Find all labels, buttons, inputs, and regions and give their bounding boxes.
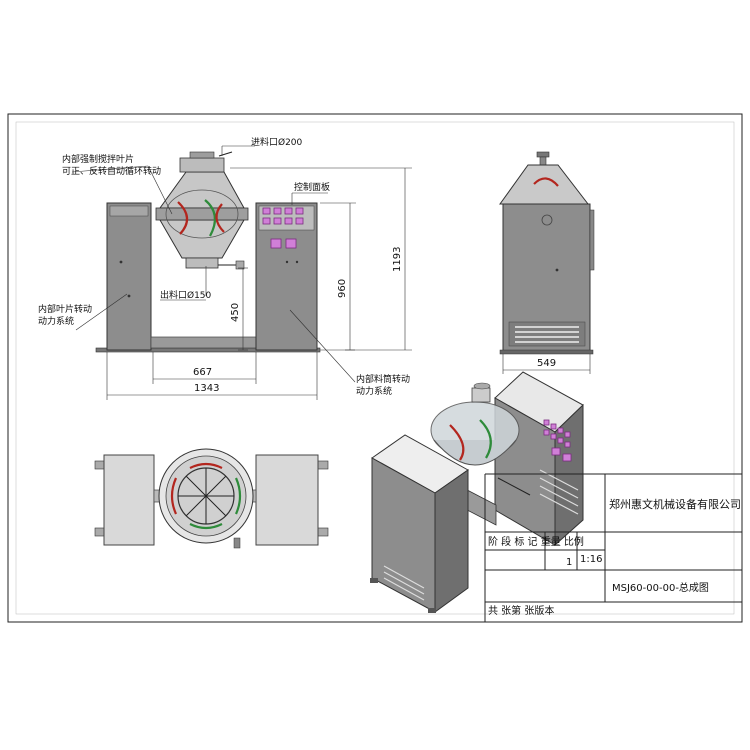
paddle-label-line1: 内部强制搅拌叶片 bbox=[62, 153, 134, 165]
blade-drive-label-line2: 动力系统 bbox=[38, 315, 74, 327]
control-panel-label: 控制面板 bbox=[294, 181, 330, 193]
paddle-label-line2: 可正、反转自动循环转动 bbox=[62, 165, 161, 177]
side-view bbox=[499, 151, 595, 374]
dimension-549: 549 bbox=[537, 358, 556, 369]
dimension-667: 667 bbox=[193, 367, 212, 378]
front-view bbox=[71, 145, 412, 400]
iso-panel-buttons bbox=[543, 419, 572, 462]
top-view bbox=[94, 448, 329, 549]
quantity-value: 1 bbox=[566, 557, 572, 568]
barrel-drive-label-line2: 动力系统 bbox=[356, 385, 392, 397]
company-name: 郑州惠文机械设备有限公司 bbox=[609, 497, 741, 511]
front-panel-buttons bbox=[262, 207, 304, 249]
title-block bbox=[484, 473, 742, 622]
dimension-1343: 1343 bbox=[194, 383, 219, 394]
barrel-drive-label-line1: 内部料筒转动 bbox=[356, 373, 410, 385]
inlet-label: 进料口Ø200 bbox=[251, 136, 303, 148]
title-block-header: 阶 段 标 记 重量 比例 bbox=[488, 535, 584, 548]
outlet-label: 出料口Ø150 bbox=[160, 289, 212, 301]
drawing-border bbox=[7, 113, 743, 623]
blade-drive-label-line1: 内部叶片转动 bbox=[38, 303, 92, 315]
drawing-number: MSJ60-00-00-总成图 bbox=[612, 581, 709, 594]
sheet-footer: 共 张第 张版本 bbox=[488, 604, 554, 617]
dimension-1193: 1193 bbox=[392, 247, 403, 272]
isometric-view bbox=[370, 371, 584, 613]
drawing-inner-border bbox=[15, 121, 735, 615]
dimension-960: 960 bbox=[337, 279, 348, 298]
dimension-450: 450 bbox=[230, 303, 241, 322]
scale-value: 1:16 bbox=[580, 554, 602, 565]
